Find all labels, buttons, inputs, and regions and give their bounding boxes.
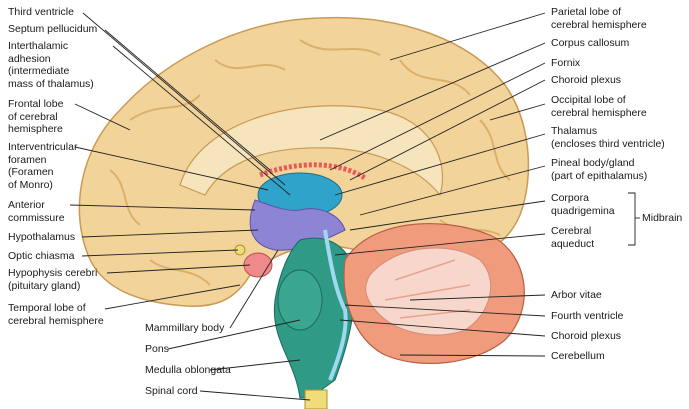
label-frontal-lobe: Frontal lobe of cerebral hemisphere — [8, 98, 64, 135]
label-third-ventricle: Third ventricle — [8, 6, 74, 18]
leader-lines — [69, 12, 640, 401]
aqueduct — [323, 229, 348, 381]
label-arbor-vitae: Arbor vitae — [551, 289, 602, 301]
label-optic-chiasma: Optic chiasma — [8, 250, 75, 262]
label-corpus-callosum: Corpus callosum — [551, 37, 630, 49]
label-interventricular-foramen: Interventricular foramen (Foramen of Mon… — [8, 141, 78, 191]
label-corpora-quadrigemina: Corpora quadrigemina — [551, 192, 615, 217]
label-choroid-plexus-bottom: Choroid plexus — [551, 330, 622, 342]
label-parietal-lobe: Parietal lobe of cerebral hemisphere — [551, 6, 647, 31]
pons — [277, 269, 323, 331]
label-occipital-lobe: Occipital lobe of cerebral hemisphere — [551, 94, 647, 119]
label-temporal-lobe: Temporal lobe of cerebral hemisphere — [8, 302, 104, 327]
corpus-callosum — [179, 105, 444, 197]
label-mammillary-body: Mammillary body — [145, 322, 225, 334]
label-hypophysis: Hypophysis cerebri (pituitary gland) — [8, 267, 98, 292]
label-fornix: Fornix — [551, 57, 581, 69]
label-pineal-body: Pineal body/gland (part of epithalamus) — [551, 157, 648, 182]
label-hypothalamus: Hypothalamus — [8, 231, 76, 243]
label-interthalamic-adhesion: Interthalamic adhesion (intermediate mas… — [8, 40, 94, 90]
label-cerebral-aqueduct: Cerebral aqueduct — [551, 225, 595, 250]
label-medulla-oblongata: Medulla oblongata — [145, 364, 231, 376]
label-septum-pellucidum: Septum pellucidum — [8, 23, 98, 35]
label-choroid-plexus-top: Choroid plexus — [551, 74, 622, 86]
label-midbrain: Midbrain — [642, 212, 683, 224]
label-cerebellum: Cerebellum — [551, 350, 605, 362]
label-pons: Pons — [145, 343, 169, 355]
label-fourth-ventricle: Fourth ventricle — [551, 310, 624, 322]
label-anterior-commissure: Anterior commissure — [8, 199, 65, 224]
label-thalamus: Thalamus (encloses third ventricle) — [551, 125, 665, 150]
arbor-vitae — [365, 247, 492, 336]
hypothalamus — [249, 199, 346, 251]
label-spinal-cord: Spinal cord — [145, 385, 198, 397]
